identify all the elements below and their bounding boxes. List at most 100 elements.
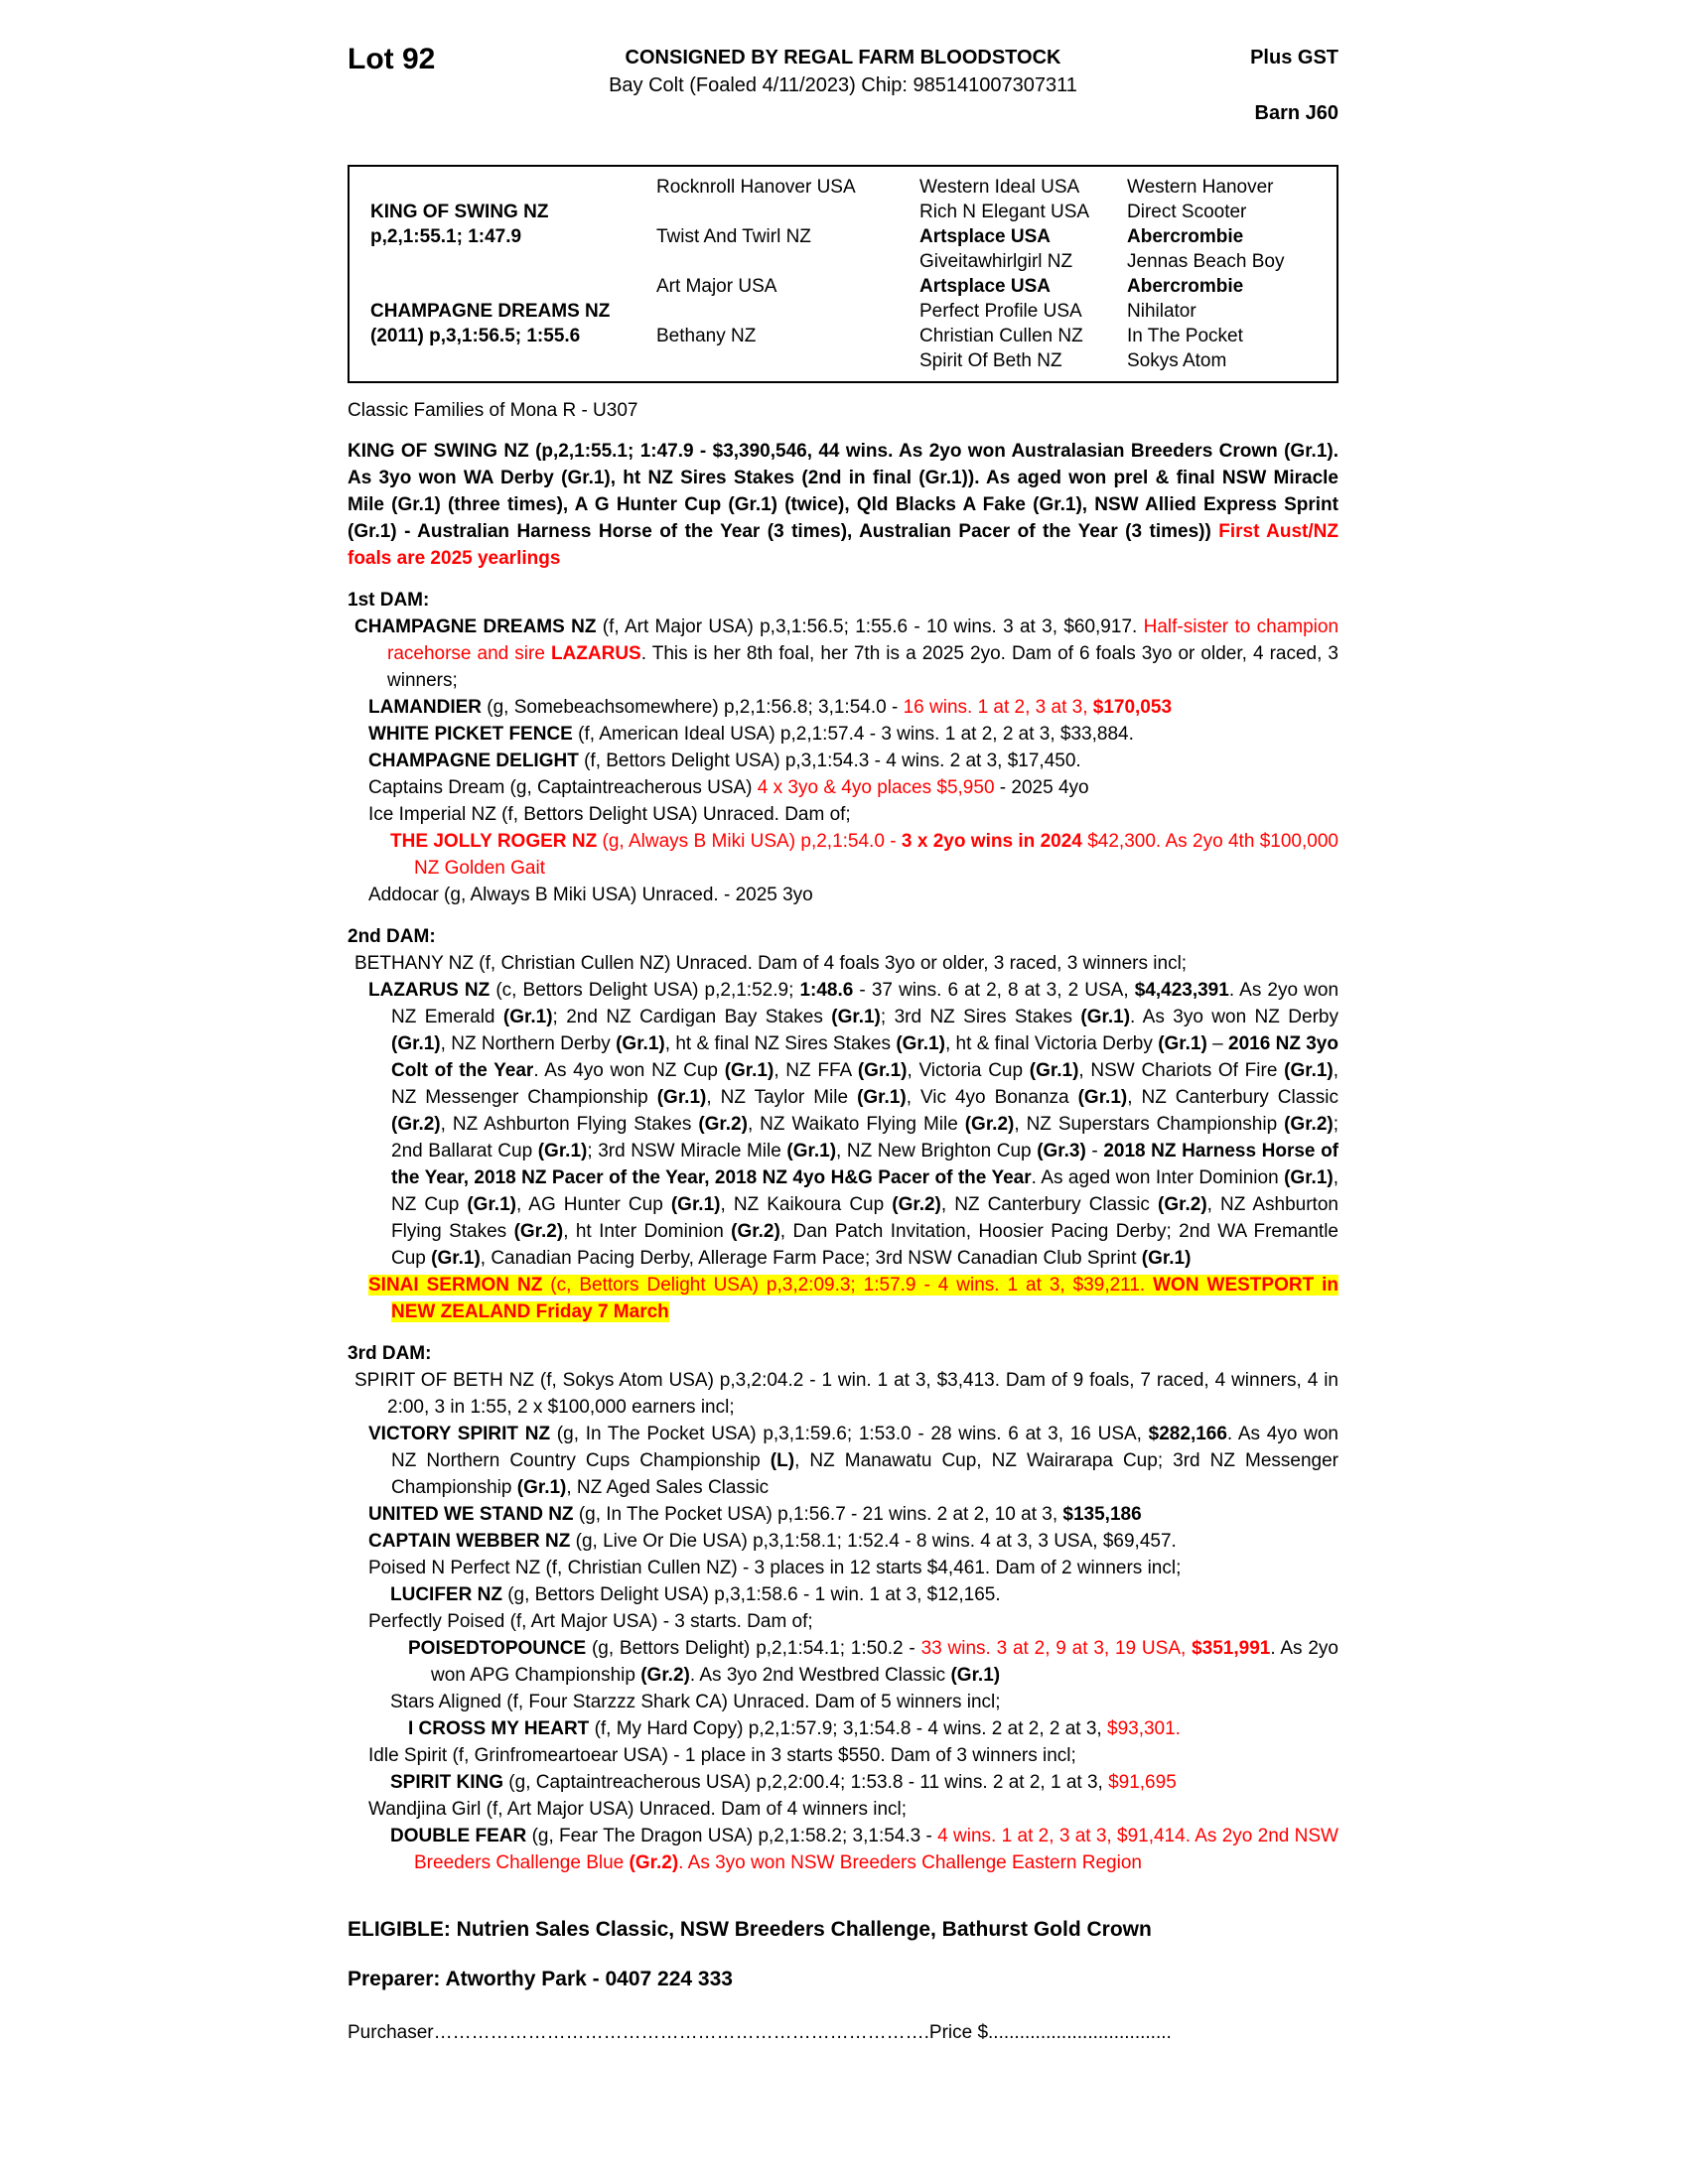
pedigree-cell: Christian Cullen NZ (919, 326, 1083, 346)
text-segment: (Gr.1) (670, 1194, 721, 1215)
text-segment: , NZ Superstars Championship (1014, 1114, 1285, 1135)
lot-number: Lot 92 (348, 43, 436, 75)
text-segment: (Gr.1) (857, 1087, 907, 1108)
text-segment: Poised N Perfect NZ (f, Christian Cullen… (368, 1558, 1182, 1578)
sire-paragraph: KING OF SWING NZ (p,2,1:55.1; 1:47.9 - $… (348, 438, 1338, 572)
text-segment: SPIRIT OF BETH NZ (f, Sokys Atom USA) p,… (354, 1370, 1338, 1418)
text-segment: (f, My Hard Copy) p,2,1:57.9; 3,1:54.8 -… (594, 1718, 1107, 1739)
text-segment: , ht Inter Dominion (563, 1221, 732, 1242)
text-segment: (Gr.1) (1029, 1060, 1079, 1081)
pedigree-entry: Addocar (g, Always B Miki USA) Unraced. … (348, 882, 1338, 908)
catalog-page: Lot 92 CONSIGNED BY REGAL FARM BLOODSTOC… (348, 0, 1338, 2046)
text-segment: 2018 NZ Harness Horse of the Year, 2018 … (391, 1141, 1339, 1188)
text-segment: (Gr.2) (1158, 1194, 1207, 1215)
pedigree-cell: (2011) p,3,1:56.5; 1:55.6 (370, 326, 581, 346)
text-segment: (g, Bettors Delight USA) p,3,1:58.6 - 1 … (507, 1584, 1001, 1605)
pedigree-cell: Western Ideal USA (919, 177, 1080, 198)
pedigree-cell: KING OF SWING NZ (370, 202, 549, 222)
text-segment: , NZ Aged Sales Classic (566, 1477, 770, 1498)
text-segment: . This is her 8th foal, her 7th is a 202… (387, 643, 1338, 691)
text-segment: . As 3yo 2nd Westbred Classic (689, 1665, 951, 1686)
text-segment: Perfectly Poised (f, Art Major USA) - 3 … (368, 1611, 813, 1632)
pedigree-entry: THE JOLLY ROGER NZ (g, Always B Miki USA… (348, 828, 1338, 882)
dam-section-label: 1st DAM: (348, 590, 430, 611)
pedigree-cell: Bethany NZ (656, 326, 757, 346)
text-segment: (g, Somebeachsomewhere) p,2,1:56.8; 3,1:… (487, 697, 904, 718)
pedigree-entry: BETHANY NZ (f, Christian Cullen NZ) Unra… (348, 950, 1338, 977)
text-segment: CHAMPAGNE DREAMS NZ (354, 616, 603, 637)
pedigree-cell (370, 274, 656, 299)
pedigree-entry: LAZARUS NZ (c, Bettors Delight USA) p,2,… (348, 977, 1338, 1272)
pedigree-entry: SPIRIT KING (g, Captaintreacherous USA) … (348, 1769, 1338, 1796)
text-segment: (Gr.2) (892, 1194, 941, 1215)
pedigree-cell: Spirit Of Beth NZ (919, 350, 1062, 371)
pedigree-entry: POISEDTOPOUNCE (g, Bettors Delight) p,2,… (348, 1635, 1338, 1689)
text-segment: (Gr.1) (1077, 1087, 1128, 1108)
text-segment: (g, Captaintreacherous USA) p,2,2:00.4; … (508, 1772, 1109, 1793)
dam-sections: 1st DAM: CHAMPAGNE DREAMS NZ (f, Art Majo… (348, 587, 1338, 1876)
text-segment: Half-sister to champion racehorse and si… (387, 616, 1339, 664)
text-segment: (Gr.1) (516, 1477, 567, 1498)
pedigree-cell (370, 348, 656, 373)
text-segment: LAZARUS NZ (368, 980, 496, 1001)
pedigree-cell (656, 299, 919, 324)
text-segment: (Gr.2) (640, 1665, 690, 1686)
text-segment: 33 wins. 3 at 2, 9 at 3, 19 USA, (920, 1638, 1193, 1659)
text-segment: ; 3rd NSW Miracle Mile (587, 1141, 787, 1161)
text-segment: (g, Live Or Die USA) p,3,1:58.1; 1:52.4 … (575, 1531, 1177, 1552)
text-segment: WHITE PICKET FENCE (368, 724, 579, 745)
text-segment: UNITED WE STAND NZ (368, 1504, 579, 1525)
text-segment: (Gr.1) (786, 1141, 837, 1161)
text-segment: 2016 NZ 3yo Colt of the Year (391, 1033, 1338, 1081)
pedigree-cell: Jennas Beach Boy (1127, 251, 1285, 272)
page-header: Lot 92 CONSIGNED BY REGAL FARM BLOODSTOC… (348, 44, 1338, 127)
text-segment: (Gr.2) (731, 1221, 780, 1242)
pedigree-entry: WHITE PICKET FENCE (f, American Ideal US… (348, 721, 1338, 748)
text-segment: THE JOLLY ROGER NZ (390, 831, 603, 852)
text-segment: $282,166 (1148, 1424, 1227, 1444)
text-segment: , NZ Ashburton Flying Stakes (391, 1194, 1338, 1242)
pedigree-cell: CHAMPAGNE DREAMS NZ (370, 301, 611, 322)
text-segment: (Gr.1) (537, 1141, 588, 1161)
text-segment: (g, In The Pocket USA) p,1:56.7 - 21 win… (578, 1504, 1063, 1525)
pedigree-entry: UNITED WE STAND NZ (g, In The Pocket USA… (348, 1501, 1338, 1528)
pedigree-cell: Art Major USA (656, 276, 777, 297)
text-segment: , NZ Messenger Championship (391, 1060, 1339, 1108)
text-segment: (g, In The Pocket USA) p,3,1:59.6; 1:53.… (556, 1424, 1149, 1444)
text-segment: (Gr.2) (698, 1114, 748, 1135)
text-segment: BETHANY NZ (f, Christian Cullen NZ) Unra… (354, 953, 1188, 974)
pedigree-cell: Perfect Profile USA (919, 301, 1082, 322)
pedigree-entry: Ice Imperial NZ (f, Bettors Delight USA)… (348, 801, 1338, 828)
text-segment: , Vic 4yo Bonanza (906, 1087, 1078, 1108)
text-segment: (Gr.1) (724, 1060, 774, 1081)
pedigree-cell: Direct Scooter (1127, 202, 1247, 222)
text-segment: KING OF SWING NZ (p,2,1:55.1; 1:47.9 - $… (348, 441, 1338, 542)
text-segment: Captains Dream (g, Captaintreacherous US… (368, 777, 758, 798)
text-segment: . As aged won Inter Dominion (1031, 1167, 1285, 1188)
pedigree-entry: Captains Dream (g, Captaintreacherous US… (348, 774, 1338, 801)
pedigree-entry: CHAMPAGNE DREAMS NZ (f, Art Major USA) p… (348, 614, 1338, 694)
text-segment: 4 wins. 1 at 2, 3 at 3, $91,414. As 2yo … (414, 1826, 1338, 1873)
text-segment: (f, Bettors Delight USA) p,3,1:54.3 - 4 … (584, 751, 1081, 771)
pedigree-entry: Poised N Perfect NZ (f, Christian Cullen… (348, 1555, 1338, 1581)
text-segment: , NZ Cup (391, 1167, 1339, 1215)
text-segment: , NZ Manawatu Cup, NZ Wairarapa Cup; 3rd… (391, 1450, 1338, 1498)
price-dots-line: ................................... (988, 2022, 1172, 2043)
text-segment: , ht & final Victoria Derby (944, 1033, 1159, 1054)
text-segment: (Gr.1) (950, 1665, 1001, 1686)
pedigree-entry: CHAMPAGNE DELIGHT (f, Bettors Delight US… (348, 748, 1338, 774)
pedigree-cell: Giveitawhirlgirl NZ (919, 251, 1073, 272)
text-segment: (Gr.1) (431, 1248, 481, 1269)
pedigree-cell (656, 249, 919, 274)
pedigree-entry: SINAI SERMON NZ (c, Bettors Delight USA)… (348, 1272, 1339, 1325)
text-segment: 4 x 3yo & 4yo places $5,950 (757, 777, 995, 798)
text-segment: 4 wins. 1 at 3, $39,211. (937, 1275, 1154, 1296)
text-segment: (Gr.1) (656, 1087, 707, 1108)
text-segment: , AG Hunter Cup (515, 1194, 671, 1215)
pedigree-cell (370, 249, 656, 274)
text-segment: $93,301. (1107, 1718, 1181, 1739)
text-segment: (g, Bettors Delight) p,2,1:54.1; 1:50.2 … (591, 1638, 921, 1659)
purchaser-dots-line: ……………………………………………………………………. (433, 2022, 929, 2043)
text-segment: (f, Art Major USA) p,3,1:56.5; 1:55.6 - … (602, 616, 1144, 637)
pedigree-cell (656, 200, 919, 224)
